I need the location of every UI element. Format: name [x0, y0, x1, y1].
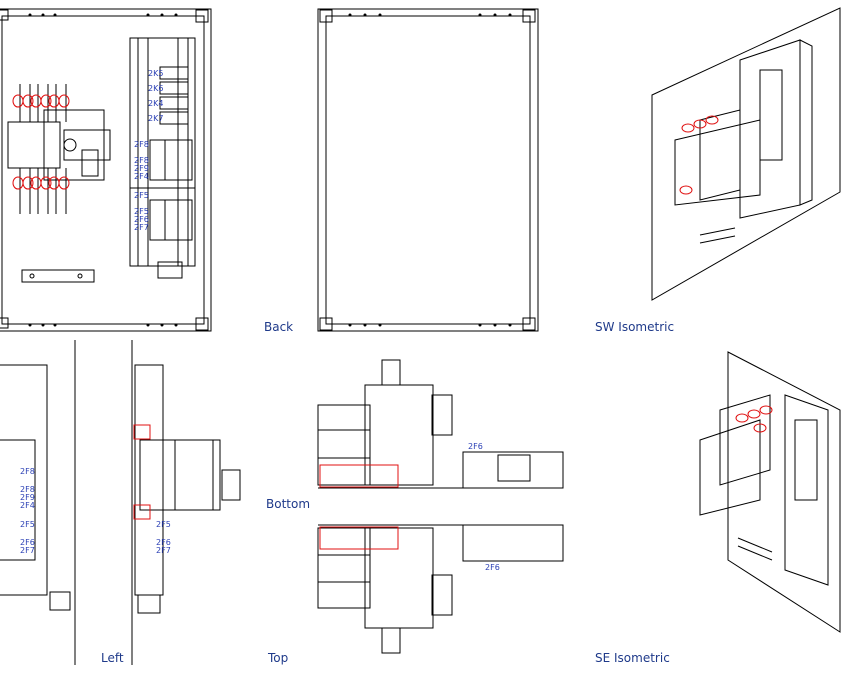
front-red-markers	[12, 94, 70, 190]
tag-2k5: 2K5	[148, 69, 163, 78]
left-tag-2f8: 2F8	[20, 467, 35, 476]
tag-2f5-b: 2F5	[134, 207, 149, 216]
tag-2f6: 2F6	[134, 215, 149, 224]
tag-2f5: 2F5	[134, 191, 149, 200]
left-red-markers	[133, 424, 151, 520]
tag-2f7: 2F7	[134, 223, 149, 232]
left-tag-2f4: 2F4	[20, 501, 35, 510]
top-tag-2f6: 2F6	[485, 563, 500, 572]
left-tags: 2F8 2F8 2F9 2F4 2F5 2F6 2F7	[20, 467, 35, 555]
tag-2k7: 2K7	[148, 114, 163, 123]
left-tag-2f8-b: 2F8	[20, 485, 35, 494]
right-tag-2f5: 2F5	[156, 520, 171, 529]
top-bottom-view	[317, 359, 564, 654]
tag-2f8-b: 2F8	[134, 156, 149, 165]
view-label-back: Back	[264, 320, 294, 334]
tag-2f4: 2F4	[134, 172, 149, 181]
view-label-left: Left	[101, 651, 124, 665]
back-view	[317, 8, 539, 332]
left-tag-2f7: 2F7	[20, 546, 35, 555]
tag-2k4: 2K4	[148, 99, 163, 108]
tag-2f9: 2F9	[134, 164, 149, 173]
left-tag-2f5: 2F5	[20, 520, 35, 529]
sw-red-markers	[679, 115, 719, 195]
view-label-sw-isometric: SW Isometric	[595, 320, 675, 334]
right-tag-2f6: 2F6	[156, 538, 171, 547]
left2-tags: 2F5 2F6 2F7	[156, 520, 171, 555]
tag-2f8: 2F8	[134, 140, 149, 149]
tag-2k6: 2K6	[148, 84, 163, 93]
right-side-view	[131, 340, 241, 665]
front-tags: 2K5 2K6 2K4 2K7 2F8 2F8 2F9 2F4 2F5 2F5 …	[134, 69, 163, 232]
left-view	[0, 340, 76, 665]
left-tag-2f6: 2F6	[20, 538, 35, 547]
se-red-markers	[735, 405, 773, 433]
view-label-bottom: Bottom	[266, 497, 311, 511]
sw-isometric-view	[651, 7, 841, 301]
bottom-tag-2f6: 2F6	[468, 442, 483, 451]
front-view	[0, 8, 212, 332]
view-label-top: Top	[268, 651, 289, 665]
view-label-se-isometric: SE Isometric	[595, 651, 670, 665]
top-bottom-red-markers	[319, 464, 399, 550]
left-tag-2f9: 2F9	[20, 493, 35, 502]
right-tag-2f7: 2F7	[156, 546, 171, 555]
se-isometric-view	[699, 351, 841, 633]
